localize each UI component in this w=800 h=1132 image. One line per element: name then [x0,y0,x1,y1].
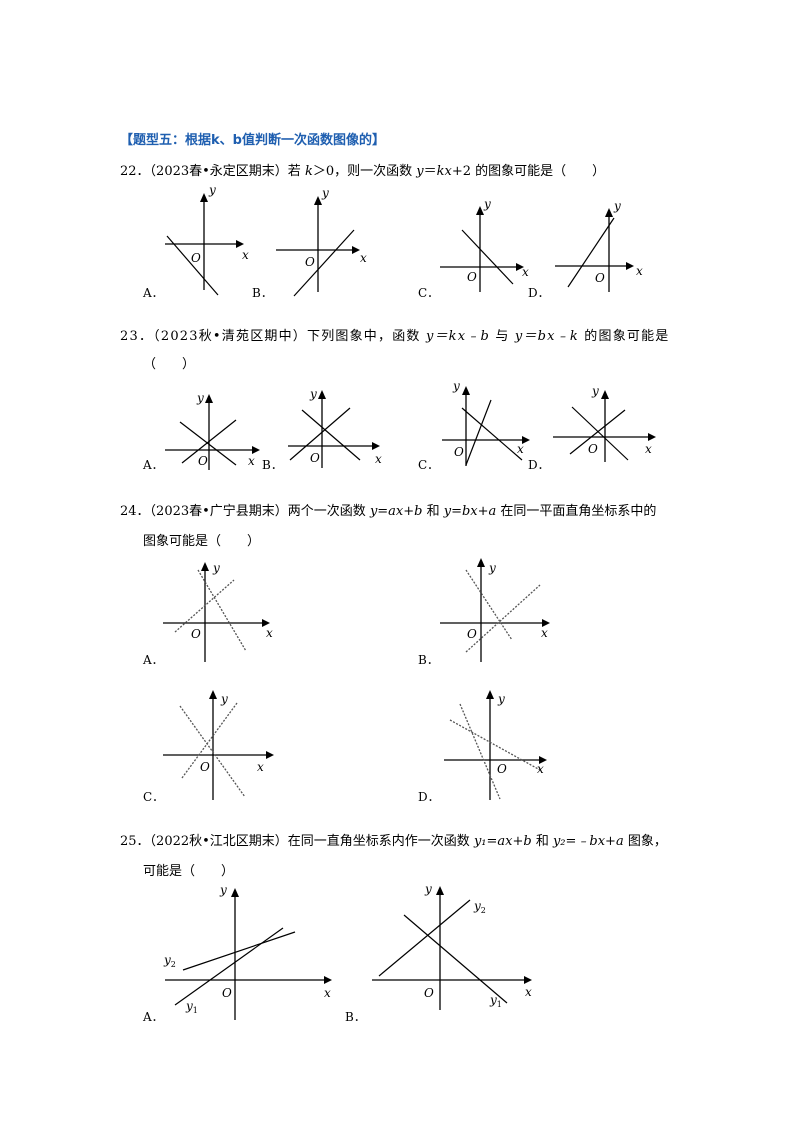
origin-label: O [191,251,201,265]
origin-label: O [454,445,464,459]
graph-22b: y x O B． [252,186,367,300]
origin-label: O [588,442,598,456]
y1-label: y1 [185,999,198,1015]
graph-24b: y x O B． [418,558,550,667]
option-d: D． [528,458,550,472]
axis-y-label: y [613,199,621,213]
axis-x-label: x [266,626,273,640]
axis-x-label: x [636,264,643,278]
option-b: B． [252,286,273,300]
option-b: B． [345,1010,366,1024]
origin-label: O [198,454,208,468]
origin-label: O [222,986,232,1000]
graph-22c: y x O C． [418,197,529,300]
option-c: C． [143,790,164,804]
axis-y-label: y [497,692,505,706]
axis-x-label: x [517,442,524,456]
question-23-paren: （ ） [143,357,196,372]
graph-22a: y x O A． [142,183,249,300]
origin-label: O [305,255,315,269]
axis-x-label: x [541,626,548,640]
axis-y-label: y [212,561,220,575]
graph-23b: y x O B． [262,387,382,472]
option-d: D． [418,790,440,804]
graph-25a: y x O y2 y1 A． [142,883,332,1024]
axis-y-label: y [591,384,599,398]
y2-label: y2 [473,899,486,915]
axis-y-label: y [309,387,317,401]
axis-x-label: x [537,762,544,776]
question-22: 22．（2023春•永定区期末）若 k＞0，则一次函数 y＝kx+2 的图象可能… [120,164,606,179]
origin-label: O [497,762,507,776]
axis-y-label: y [219,883,227,897]
axis-y-label: y [220,692,228,706]
section-title: 【题型五：根据k、b值判断一次函数图像的】 [120,133,385,148]
graph-23d: y x O D． [528,384,656,472]
graph-23a: y x O A． [142,391,260,472]
axis-x-label: x [257,760,264,774]
axis-x-label: x [242,248,249,262]
graph-22d: y x O D． [528,199,643,300]
origin-label: O [191,627,201,641]
axis-y-label: y [196,391,204,405]
axis-x-label: x [525,985,532,999]
graph-24c: y x O C． [143,690,274,804]
axis-y-label: y [488,561,496,575]
origin-label: O [467,627,477,641]
y1-label: y1 [489,993,502,1009]
origin-label: O [424,986,434,1000]
option-b: B． [262,458,283,472]
option-d: D． [528,286,550,300]
origin-label: O [595,271,605,285]
axis-y-label: y [321,186,329,200]
question-23: 23．（2023秋•清苑区期中）下列图象中，函数 y＝kx﹣b 与 y＝bx﹣k… [120,329,670,344]
y2-label: y2 [163,953,176,969]
axis-y-label: y [483,197,491,211]
graph-25b: y x O y2 y1 B． [345,882,532,1024]
axis-x-label: x [645,442,652,456]
option-a: A． [142,1010,164,1024]
axis-x-label: x [360,251,367,265]
option-b: B． [418,653,439,667]
origin-label: O [467,270,477,284]
question-25-line2: 可能是（ ） [143,864,235,879]
option-a: A． [142,653,164,667]
question-24: 24．（2023春•广宁县期末）两个一次函数 y=ax+b 和 y=bx+a 在… [120,504,657,519]
axis-y-label: y [424,882,432,896]
origin-label: O [200,760,210,774]
graph-24d: y x O D． [418,690,547,804]
graph-23c: y x O C． [418,379,530,472]
graph-24a: y x O A． [142,561,273,667]
question-25: 25．（2022秋•江北区期末）在同一直角坐标系内作一次函数 y₁=ax+b 和… [120,834,667,849]
option-a: A． [142,286,164,300]
axis-x-label: x [522,265,529,279]
option-a: A． [142,458,164,472]
option-c: C． [418,458,439,472]
axis-x-label: x [248,454,255,468]
axis-x-label: x [324,986,331,1000]
axis-y-label: y [208,183,216,197]
question-24-line2: 图象可能是（ ） [143,534,261,549]
axis-x-label: x [375,452,382,466]
option-c: C． [418,286,439,300]
origin-label: O [310,451,320,465]
axis-y-label: y [452,379,460,393]
